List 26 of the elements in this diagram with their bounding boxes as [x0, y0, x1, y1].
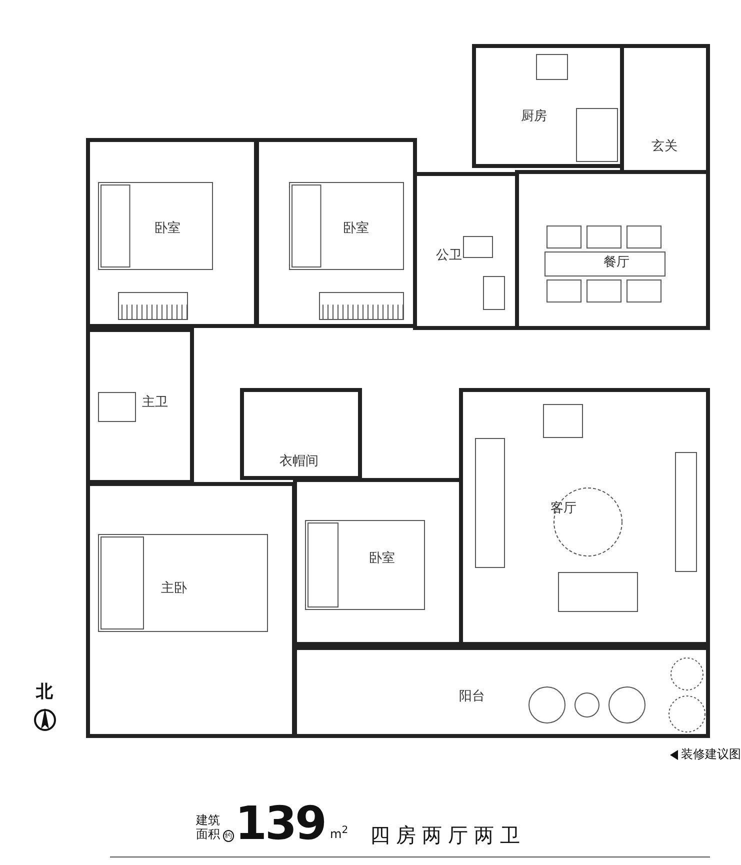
room	[86, 482, 296, 738]
room-label: 主卫	[142, 394, 168, 412]
room-label: 公卫	[436, 247, 462, 264]
room	[459, 388, 710, 646]
room-label: 餐厅	[604, 254, 630, 271]
area-value: 139	[235, 796, 326, 850]
room-label: 卧室	[343, 220, 370, 236]
room-label: 厨房	[520, 108, 547, 126]
room-label: 玄关	[652, 138, 678, 154]
area-caption: 建筑面积	[196, 813, 221, 841]
room	[86, 138, 258, 328]
room	[293, 646, 710, 738]
compass-label: 北	[36, 681, 53, 703]
area-unit: m$^{2}$	[330, 825, 348, 841]
layout-type: 四房两厅两卫	[370, 822, 526, 849]
room	[515, 170, 710, 330]
room-label: 客厅	[550, 500, 576, 518]
room-label: 卧室	[154, 220, 180, 236]
room-label: 主卧	[161, 580, 187, 598]
room-label: 衣帽间	[279, 453, 318, 470]
room-label: 卧室	[369, 550, 395, 567]
room-label: 阳台	[459, 688, 486, 705]
plan-note: 装修建议图	[681, 746, 741, 763]
room	[255, 138, 417, 328]
room	[240, 388, 362, 480]
room	[86, 328, 194, 484]
